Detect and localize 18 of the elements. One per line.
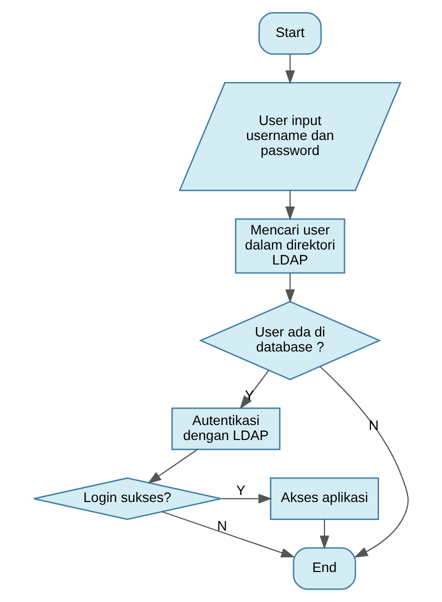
node-diamond: Login sukses? bbox=[33, 477, 222, 520]
edge-label: N bbox=[217, 518, 228, 534]
arrow bbox=[147, 449, 198, 484]
arrow bbox=[285, 273, 295, 304]
node-box: Mencari user dalam direktori LDAP bbox=[234, 218, 346, 274]
node-box: Start bbox=[258, 12, 322, 55]
node-box: Autentikasi dengan LDAP bbox=[171, 407, 280, 450]
node-box: End bbox=[292, 547, 356, 590]
arrow bbox=[221, 494, 272, 504]
arrow bbox=[285, 190, 295, 220]
arrow bbox=[162, 511, 295, 558]
arrow bbox=[285, 54, 295, 84]
arrow bbox=[320, 366, 409, 558]
arrow bbox=[240, 370, 270, 410]
arrow bbox=[320, 519, 330, 550]
node-box: Akses aplikasi bbox=[270, 477, 380, 520]
edge-label: Y bbox=[236, 482, 246, 498]
node-diamond: User ada di database ? bbox=[198, 300, 382, 380]
